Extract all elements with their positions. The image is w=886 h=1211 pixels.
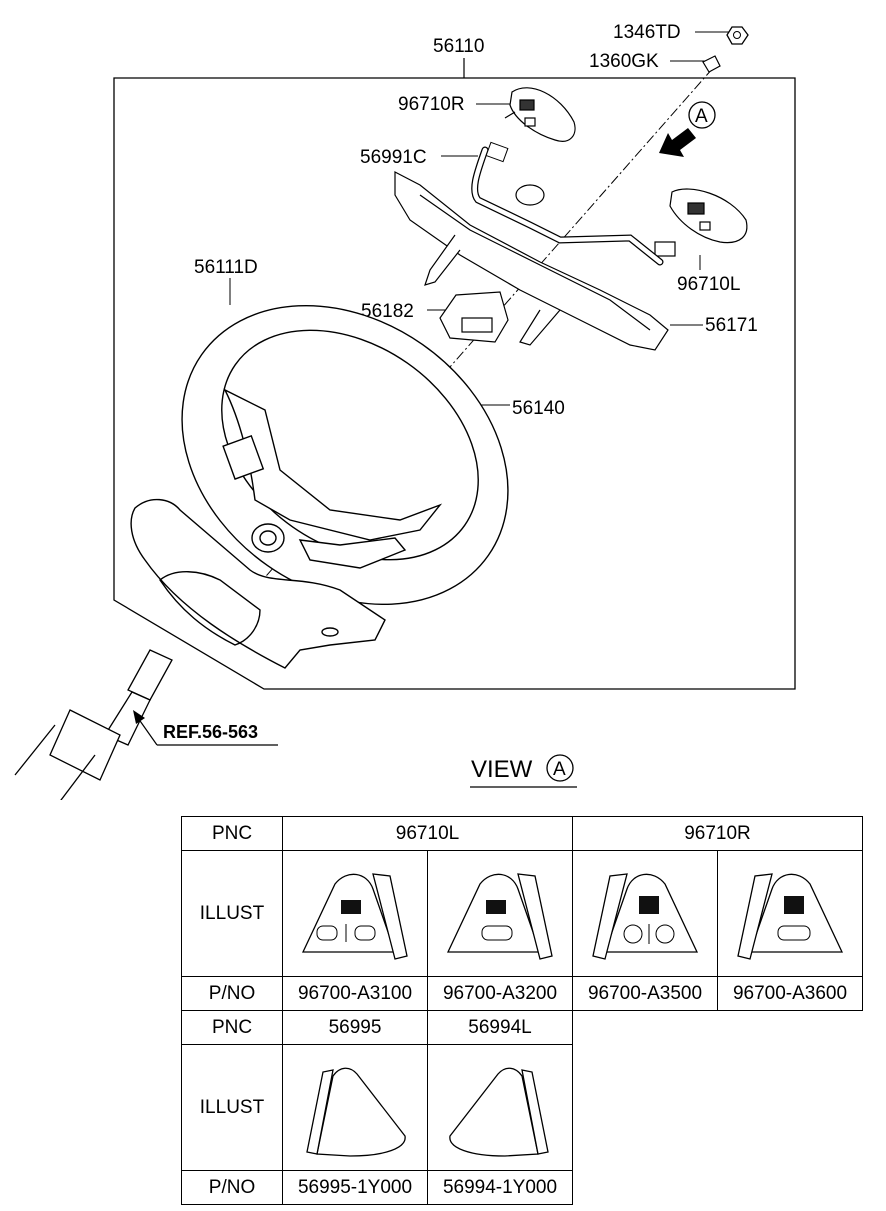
pno-label-2: P/NO bbox=[181, 1170, 283, 1205]
parts-table-covers: PNC 56995 56994L ILLUST P/NO 56995-1Y000… bbox=[181, 1010, 573, 1205]
pno-56994-1Y000: 56994-1Y000 bbox=[427, 1170, 573, 1205]
callout-56111D: 56111D bbox=[194, 257, 258, 278]
lower-cover-icon bbox=[130, 498, 386, 669]
ref-arrow-icon bbox=[133, 710, 145, 724]
pno-96700-A3500: 96700-A3500 bbox=[572, 976, 718, 1011]
callout-56991C: 56991C bbox=[360, 147, 427, 168]
callout-56171: 56171 bbox=[705, 315, 758, 336]
pnc-56995: 56995 bbox=[282, 1010, 428, 1045]
callout-96710R: 96710R bbox=[398, 94, 465, 115]
bracket-56171-icon bbox=[394, 171, 669, 351]
illust-96700-A3100 bbox=[282, 850, 428, 977]
callout-56110: 56110 bbox=[433, 36, 484, 57]
pnc-96710R: 96710R bbox=[572, 816, 863, 851]
illust-96700-A3600 bbox=[717, 850, 863, 977]
callout-56140: 56140 bbox=[512, 398, 565, 419]
pno-96700-A3100: 96700-A3100 bbox=[282, 976, 428, 1011]
view-label: VIEW bbox=[471, 756, 533, 783]
nut-1346TD-icon bbox=[726, 26, 749, 45]
pnc-label: PNC bbox=[181, 816, 283, 851]
view-arrow-icon bbox=[659, 128, 696, 157]
pno-56995-1Y000: 56995-1Y000 bbox=[282, 1170, 428, 1205]
pno-96700-A3200: 96700-A3200 bbox=[427, 976, 573, 1011]
switch-96710R-icon bbox=[504, 87, 576, 142]
switch-left-1button-icon bbox=[446, 872, 553, 960]
pno-96700-A3600: 96700-A3600 bbox=[717, 976, 863, 1011]
pnc-label-2: PNC bbox=[181, 1010, 283, 1045]
view-label-marker-letter: A bbox=[553, 759, 566, 780]
ref-label: REF.56-563 bbox=[163, 722, 258, 742]
cover-left-icon bbox=[449, 1067, 549, 1157]
illust-56994-1Y000 bbox=[427, 1044, 573, 1171]
callout-1360GK: 1360GK bbox=[589, 51, 659, 72]
view-label-marker-icon bbox=[546, 754, 574, 782]
view-a-marker-letter: A bbox=[695, 106, 708, 127]
switch-96710L-icon bbox=[654, 188, 748, 257]
illust-label-2: ILLUST bbox=[181, 1044, 283, 1171]
pnc-96710L: 96710L bbox=[282, 816, 573, 851]
switch-left-3button-icon bbox=[301, 872, 408, 960]
module-56182-icon bbox=[439, 291, 509, 343]
illust-label: ILLUST bbox=[181, 850, 283, 977]
cover-right-icon bbox=[306, 1067, 406, 1157]
ref-leader bbox=[137, 717, 158, 746]
pnc-56994L: 56994L bbox=[427, 1010, 573, 1045]
callout-1346TD: 1346TD bbox=[613, 22, 681, 43]
steering-column-icon bbox=[14, 649, 173, 800]
illust-96700-A3200 bbox=[427, 850, 573, 977]
steering-wheel-diagram: 56110 1346TD 1360GK 96710R 56991C 96710L… bbox=[14, 22, 796, 800]
assembly-frame bbox=[113, 77, 796, 690]
callout-96710L: 96710L bbox=[677, 274, 740, 295]
switch-right-2button-icon bbox=[592, 872, 699, 960]
illust-96700-A3500 bbox=[572, 850, 718, 977]
bolt-1360GK-icon bbox=[702, 55, 721, 73]
switch-right-1button-icon bbox=[737, 872, 844, 960]
illust-56995-1Y000 bbox=[282, 1044, 428, 1171]
view-a-marker-icon bbox=[688, 101, 716, 129]
callout-56182: 56182 bbox=[361, 301, 414, 322]
steering-wheel-56111D-icon bbox=[181, 304, 509, 606]
parts-table-switches: PNC 96710L 96710R ILLUST bbox=[181, 816, 863, 1011]
pno-label: P/NO bbox=[181, 976, 283, 1011]
